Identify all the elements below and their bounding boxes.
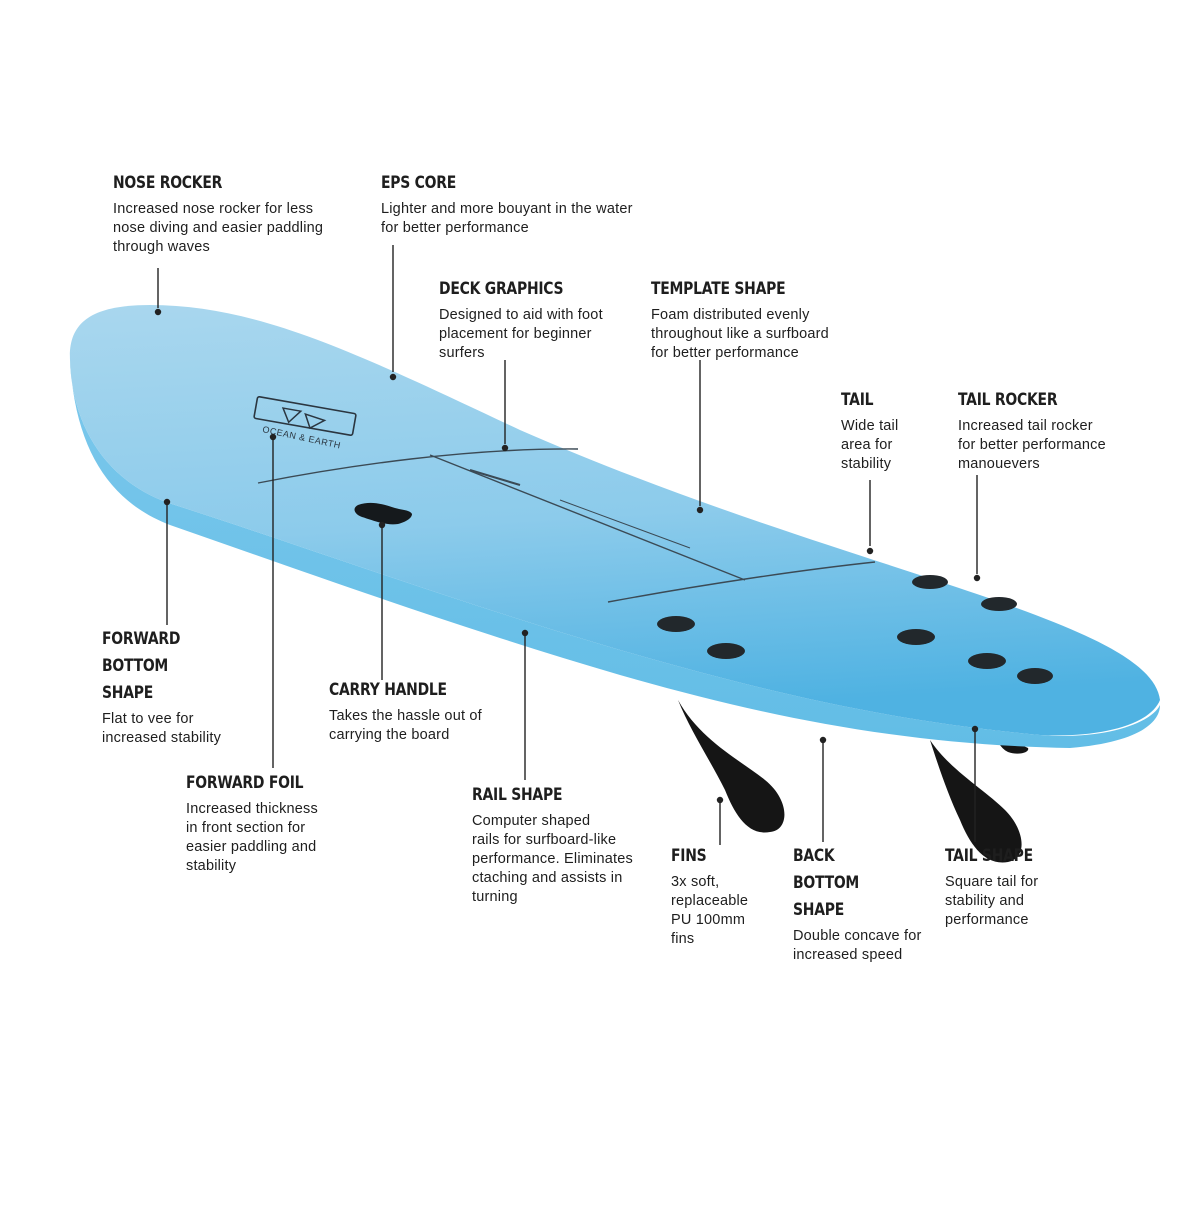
callout-description: Designed to aid with foot placement for … bbox=[439, 307, 603, 361]
right-fin bbox=[930, 740, 1022, 863]
left-fin bbox=[678, 700, 785, 833]
callout-title: TAIL SHAPE bbox=[945, 846, 1033, 866]
callout-description: Wide tail area for stability bbox=[841, 418, 899, 472]
callout-title: FORWARD FOIL bbox=[186, 773, 304, 793]
callout-description: 3x soft, replaceable PU 100mm fins bbox=[671, 874, 749, 947]
callout-title: NOSE ROCKER bbox=[113, 173, 223, 193]
callout-eps-core: EPS CORE Lighter and more bouyant in the… bbox=[381, 170, 681, 238]
callout-description: Increased tail rocker for better perform… bbox=[958, 418, 1106, 472]
board-rail bbox=[70, 360, 1160, 748]
callout-tail-shape: TAIL SHAPE Square tail for stability and… bbox=[945, 843, 1095, 930]
callout-fins: FINS 3x soft, replaceable PU 100mm fins bbox=[671, 843, 781, 949]
callout-title: RAIL SHAPE bbox=[472, 785, 563, 805]
callout-nose-rocker: NOSE ROCKER Increased nose rocker for le… bbox=[113, 170, 363, 257]
callout-title: TEMPLATE SHAPE bbox=[651, 279, 786, 299]
brand-logo bbox=[253, 396, 357, 436]
callout-tail-rocker: TAIL ROCKER Increased tail rocker for be… bbox=[958, 387, 1158, 474]
callout-template-shape: TEMPLATE SHAPE Foam distributed evenly t… bbox=[651, 276, 881, 363]
callout-tail: TAIL Wide tail area for stability bbox=[841, 387, 941, 474]
callout-title: TAIL bbox=[841, 390, 874, 410]
callout-description: Takes the hassle out of carrying the boa… bbox=[329, 708, 482, 743]
callout-description: Computer shaped rails for surfboard-like… bbox=[472, 813, 633, 905]
callout-title: FINS bbox=[671, 846, 707, 866]
callout-description: Increased thickness in front section for… bbox=[186, 801, 318, 874]
callout-description: Flat to vee for increased stability bbox=[102, 711, 222, 746]
leader-lines bbox=[154, 245, 981, 845]
callout-title: TAIL ROCKER bbox=[958, 390, 1058, 410]
callout-description: Double concave for increased speed bbox=[793, 928, 922, 963]
callout-title: BACK BOTTOM SHAPE bbox=[793, 846, 860, 920]
callout-back-bottom-shape: BACK BOTTOM SHAPE Double concave for inc… bbox=[793, 843, 953, 965]
callout-deck-graphics: DECK GRAPHICS Designed to aid with foot … bbox=[439, 276, 649, 363]
callout-carry-handle: CARRY HANDLE Takes the hassle out of car… bbox=[329, 677, 529, 745]
callout-description: Increased nose rocker for less nose divi… bbox=[113, 201, 324, 255]
carry-handle-slot bbox=[354, 502, 412, 525]
callout-description: Foam distributed evenly throughout like … bbox=[651, 307, 829, 361]
callout-description: Lighter and more bouyant in the water fo… bbox=[381, 201, 633, 236]
callout-title: DECK GRAPHICS bbox=[439, 279, 564, 299]
callout-forward-bottom-shape: FORWARD BOTTOM SHAPE Flat to vee for inc… bbox=[102, 626, 252, 748]
callout-title: FORWARD BOTTOM SHAPE bbox=[102, 629, 181, 703]
callout-forward-foil: FORWARD FOIL Increased thickness in fron… bbox=[186, 770, 366, 876]
callout-title: CARRY HANDLE bbox=[329, 680, 447, 700]
callout-rail-shape: RAIL SHAPE Computer shaped rails for sur… bbox=[472, 782, 672, 907]
deck-graphic-lines bbox=[257, 448, 876, 603]
callout-description: Square tail for stability and performanc… bbox=[945, 874, 1039, 928]
fin-plugs bbox=[657, 575, 1053, 684]
callout-title: EPS CORE bbox=[381, 173, 457, 193]
